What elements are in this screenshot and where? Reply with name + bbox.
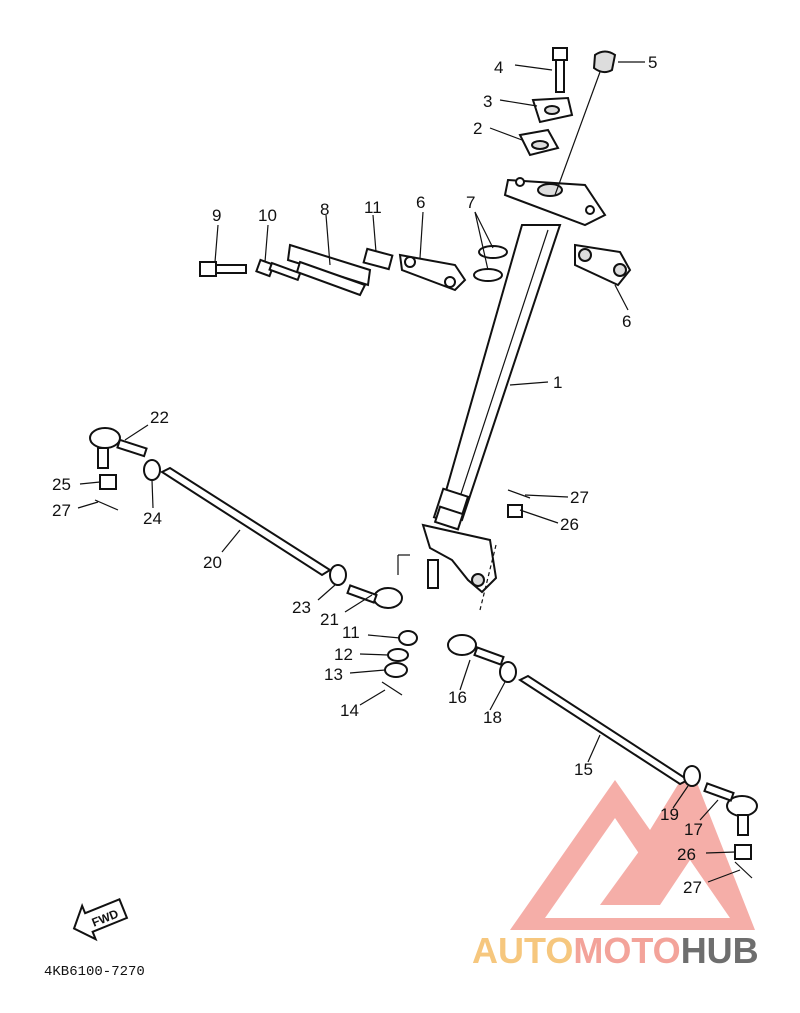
callout-22: 21 — [320, 610, 339, 629]
callout-7: 7 — [466, 193, 475, 212]
tie-rod-ends — [89, 427, 758, 836]
watermark-logo — [510, 765, 755, 930]
part-code: 4KB6100-7270 — [44, 964, 145, 980]
nuts-and-pins — [94, 459, 753, 879]
callout-27-mid: 27 — [570, 488, 589, 507]
leader-lines — [77, 61, 741, 883]
handlebar-holder-plate — [503, 177, 607, 227]
callout-27-right: 27 — [683, 878, 702, 897]
upper-holder-stack — [518, 47, 617, 157]
callout-13: 12 — [334, 645, 353, 664]
callout-8: 8 — [320, 200, 329, 219]
callout-labels: 4 3 2 5 6 6 7 8 9 10 11 1 22 25 27 24 20… — [52, 53, 703, 897]
watermark-moto: MOTO — [573, 930, 680, 971]
watermark-text: AUTOMOTOHUB — [472, 930, 759, 971]
callout-11: 11 — [364, 198, 382, 217]
callout-2: 2 — [473, 119, 482, 138]
callout-6-right: 6 — [622, 312, 631, 331]
watermark-auto: AUTO — [472, 930, 573, 971]
callout-3: 3 — [483, 92, 492, 111]
callout-17: 16 — [448, 688, 467, 707]
callout-12: 11 — [342, 623, 360, 642]
callout-25: 24 — [143, 509, 162, 528]
callout-24: 23 — [292, 598, 311, 617]
small-parts — [199, 243, 508, 297]
callout-14: 13 — [324, 665, 343, 684]
callout-1: 1 — [553, 373, 562, 392]
callout-16: 15 — [574, 760, 593, 779]
callout-26-right: 26 — [677, 845, 696, 864]
pitman-arm — [397, 523, 498, 611]
callout-9: 9 — [212, 206, 221, 225]
callout-23: 22 — [150, 408, 169, 427]
fwd-arrow-icon: FWD — [72, 898, 129, 942]
callout-20: 19 — [660, 805, 679, 824]
callout-19: 18 — [483, 708, 502, 727]
watermark-hub: HUB — [681, 930, 759, 971]
callout-26-mid: 26 — [560, 515, 579, 534]
holder-parts — [398, 243, 632, 292]
callout-5: 5 — [648, 53, 657, 72]
callout-21: 20 — [203, 553, 222, 572]
callout-6-left: 6 — [416, 193, 425, 212]
tie-rods — [159, 466, 691, 786]
callout-18: 17 — [684, 820, 703, 839]
steering-shaft — [432, 224, 562, 531]
callout-15: 14 — [340, 701, 359, 720]
callout-26-left: 25 — [52, 475, 71, 494]
callout-27-left: 27 — [52, 501, 71, 520]
callout-4: 4 — [494, 58, 503, 77]
callout-10: 10 — [258, 206, 277, 225]
